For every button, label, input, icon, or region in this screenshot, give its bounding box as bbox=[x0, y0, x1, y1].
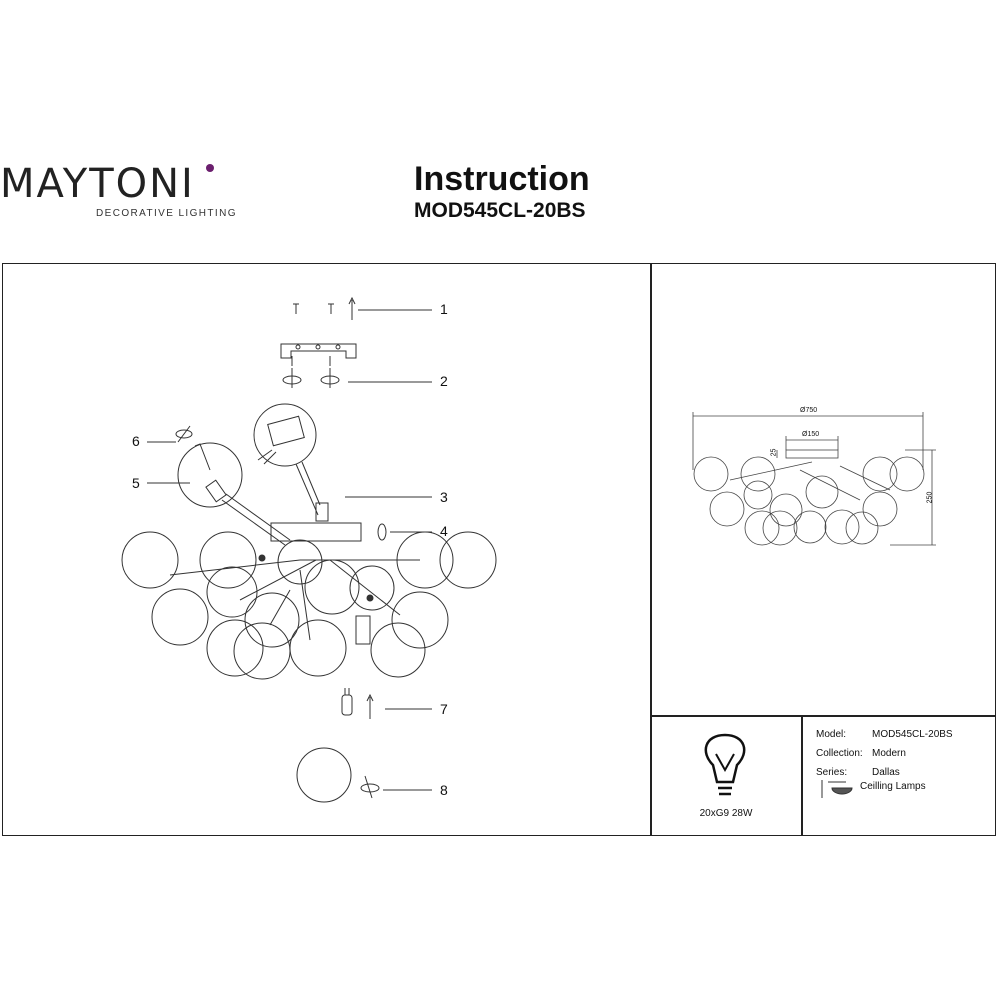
dimension-canopy-height: 25 bbox=[770, 448, 778, 457]
dimension-overall-diameter: Ø750 bbox=[800, 407, 818, 414]
mounting-bracket-part bbox=[280, 343, 357, 388]
dimension-canopy-diameter: Ø150 bbox=[802, 431, 820, 438]
brand-dot bbox=[206, 164, 214, 172]
wiring-connector-part bbox=[253, 403, 329, 522]
spec-collection: Collection: Modern bbox=[816, 748, 906, 759]
dimension-overall-height: 250 bbox=[926, 491, 934, 504]
glass-shade-part bbox=[296, 747, 380, 803]
callout-2: 2 bbox=[440, 373, 448, 389]
spec-series-label: Series: bbox=[816, 767, 848, 778]
ceiling-lamp-icon bbox=[821, 780, 853, 798]
brand-logo: MAYTONI DECORATIVE LIGHTING bbox=[0, 161, 235, 219]
spec-model-value: MOD545CL-20BS bbox=[872, 729, 953, 740]
light-bulb-icon bbox=[704, 733, 746, 796]
lamp-cluster bbox=[121, 531, 497, 680]
spec-type-value: Ceilling Lamps bbox=[860, 781, 926, 792]
frame-divider-horizontal bbox=[650, 715, 996, 717]
instruction-frame bbox=[2, 263, 996, 836]
brand-name: MAYTONI bbox=[0, 161, 195, 207]
spec-divider-vertical bbox=[801, 715, 803, 836]
callout-8: 8 bbox=[440, 782, 448, 798]
allen-key-icon bbox=[175, 425, 193, 443]
callout-7: 7 bbox=[440, 701, 448, 717]
g9-bulb-part bbox=[341, 688, 374, 719]
canopy-part bbox=[270, 522, 387, 542]
spec-model-label: Model: bbox=[816, 729, 847, 740]
dimension-drawing bbox=[692, 412, 936, 546]
callout-3: 3 bbox=[440, 489, 448, 505]
spec-model: Model: MOD545CL-20BS bbox=[816, 729, 953, 740]
spec-collection-label: Collection: bbox=[816, 748, 863, 759]
callout-4: 4 bbox=[440, 523, 448, 539]
brand-tagline: DECORATIVE LIGHTING bbox=[96, 208, 237, 219]
bulb-spec: 20xG9 28W bbox=[699, 808, 753, 819]
spec-series: Series: Dallas bbox=[816, 767, 900, 778]
callout-6: 6 bbox=[132, 433, 140, 449]
callout-1: 1 bbox=[440, 301, 448, 317]
screws-part bbox=[293, 296, 356, 320]
frame-divider-vertical bbox=[650, 263, 652, 836]
spec-type: Ceilling Lamps bbox=[860, 781, 926, 792]
callout-5: 5 bbox=[132, 475, 140, 491]
document-title: Instruction bbox=[414, 160, 590, 198]
document-model-code: MOD545CL-20BS bbox=[414, 199, 586, 222]
spec-collection-value: Modern bbox=[872, 748, 906, 759]
spec-series-value: Dallas bbox=[872, 767, 900, 778]
arm-joint-detail bbox=[177, 442, 291, 546]
